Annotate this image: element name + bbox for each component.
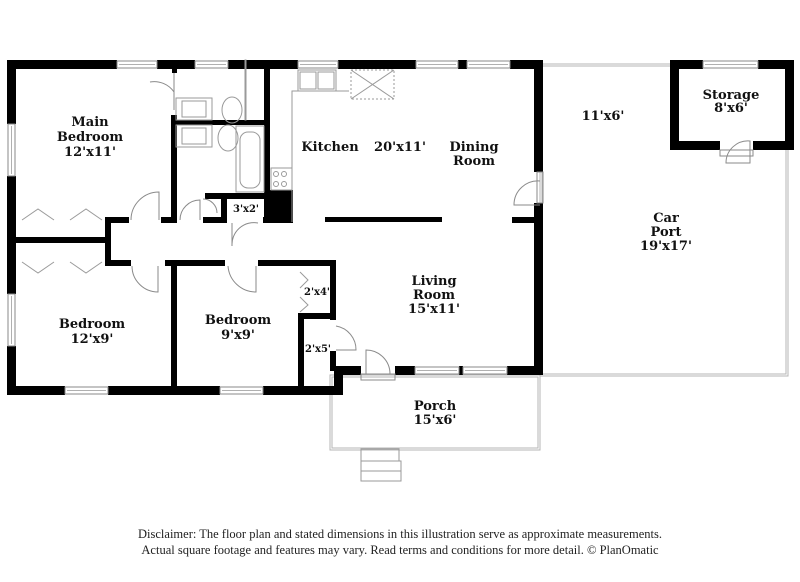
disclaimer-line-1: Disclaimer: The floor plan and stated di… [138,527,662,541]
exterior-walls [7,60,543,395]
kitchen-label: Kitchen [301,140,359,155]
bifold-doors [21,208,309,313]
porch-steps [360,448,402,482]
windows [7,60,511,395]
doors [130,73,754,381]
kitchen-dimensions: 20'x11' [374,140,426,155]
storage-room-walls [670,60,794,150]
closet-2x4-label: 2'x4' [304,287,330,298]
closet-3x2-label: 3'x2' [233,204,259,215]
patio-area-label: 11'x6' [582,109,625,124]
closet-2x5-label: 2'x5' [305,344,331,355]
bathroom-fixtures [175,59,265,193]
kitchen-fixtures [270,69,395,222]
porch-outline [329,374,541,482]
disclaimer-line-2: Actual square footage and features may v… [141,543,659,557]
interior-walls [7,60,537,393]
